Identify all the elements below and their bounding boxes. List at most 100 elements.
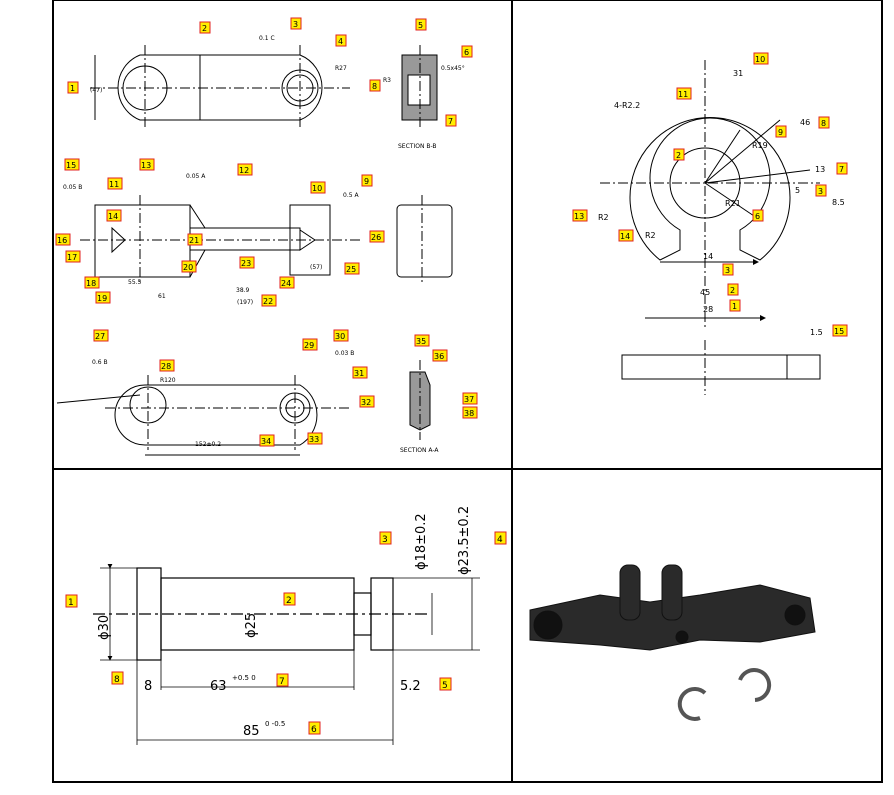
dim-28: 28 xyxy=(703,305,713,314)
badge: 2 xyxy=(283,592,296,606)
badge: 3 xyxy=(722,263,734,276)
dim-d30: 0.03 B xyxy=(335,350,354,357)
svg-text:22: 22 xyxy=(263,297,273,306)
svg-text:15: 15 xyxy=(66,161,76,170)
dim-31: 31 xyxy=(733,69,743,78)
svg-text:1: 1 xyxy=(732,302,737,311)
svg-text:2: 2 xyxy=(286,596,292,606)
dim-45: 45 xyxy=(700,288,710,297)
dim-r27: R27 xyxy=(335,65,347,72)
dim-d12: 0.05 A xyxy=(186,173,206,180)
svg-text:4: 4 xyxy=(497,535,503,545)
svg-text:10: 10 xyxy=(755,55,765,64)
svg-text:3: 3 xyxy=(725,266,730,275)
svg-text:11: 11 xyxy=(109,180,119,189)
badge: 23 xyxy=(239,256,255,269)
dim-63: 63 xyxy=(210,679,227,694)
tr-dimension-texts: 31 4-R2.2 46 R19 13 5 8.5 R21 R2 R2 14 4… xyxy=(598,69,845,337)
badge: 30 xyxy=(333,329,349,342)
badge: 3 xyxy=(379,531,392,545)
badge: 12 xyxy=(237,163,253,176)
svg-text:6: 6 xyxy=(311,725,317,735)
svg-text:32: 32 xyxy=(361,398,371,407)
badge: 8 xyxy=(111,671,124,685)
badge: 13 xyxy=(139,158,155,171)
dim-d25: (57) xyxy=(310,264,322,271)
svg-text:6: 6 xyxy=(464,48,469,57)
svg-text:5: 5 xyxy=(442,681,448,691)
badge: 17 xyxy=(65,250,81,263)
svg-text:9: 9 xyxy=(778,128,783,137)
pin-view xyxy=(93,567,430,661)
dim-46: 46 xyxy=(800,118,810,127)
badge: 19 xyxy=(95,291,111,304)
badge: 16 xyxy=(55,233,71,246)
badge: 4 xyxy=(494,531,507,545)
dim-d18: 55.5 xyxy=(128,279,142,286)
badge: 18 xyxy=(84,276,100,289)
badge: 36 xyxy=(432,349,448,362)
svg-text:23: 23 xyxy=(241,259,251,268)
svg-text:13: 13 xyxy=(141,161,151,170)
dim-d19: 61 xyxy=(158,293,166,300)
svg-text:25: 25 xyxy=(346,265,356,274)
badge: 6 xyxy=(308,721,321,735)
badge: 3 xyxy=(290,17,302,30)
badge: 11 xyxy=(676,87,692,100)
badge: 14 xyxy=(618,229,634,242)
svg-text:3: 3 xyxy=(382,535,388,545)
dim-47: (47) xyxy=(90,87,102,94)
dim-13: 13 xyxy=(815,165,825,174)
dim-1-5: 1.5 xyxy=(810,328,823,337)
svg-text:2: 2 xyxy=(202,24,207,33)
badge: 15 xyxy=(64,158,80,171)
badge: 24 xyxy=(279,276,295,289)
section-aa xyxy=(409,360,431,440)
dim-flatness: 0.1 C xyxy=(259,35,275,42)
circlip-photo xyxy=(677,668,772,721)
svg-text:30: 30 xyxy=(335,332,345,341)
badge: 38 xyxy=(462,406,478,419)
badge: 5 xyxy=(415,18,427,31)
svg-text:7: 7 xyxy=(448,117,453,126)
badge: 2 xyxy=(673,148,685,161)
dim-r2-b: R2 xyxy=(645,231,656,240)
badge: 10 xyxy=(753,52,769,65)
dim-5: 5 xyxy=(795,186,800,195)
quadrant-top-left xyxy=(56,45,453,456)
svg-text:16: 16 xyxy=(57,236,67,245)
dim-phi235: ϕ23.5±0.2 xyxy=(457,506,472,575)
dim-d24: 38.9 xyxy=(236,287,250,294)
svg-text:14: 14 xyxy=(620,232,630,241)
badge: 8 xyxy=(818,116,830,129)
badge: 1 xyxy=(67,81,79,94)
svg-text:27: 27 xyxy=(95,332,105,341)
link-view-front xyxy=(80,195,453,285)
svg-text:36: 36 xyxy=(434,352,444,361)
section-aa-caption: SECTION A-A xyxy=(400,447,439,454)
badge: 9 xyxy=(361,174,373,187)
badge: 7 xyxy=(276,673,289,687)
badge: 20 xyxy=(181,260,197,273)
dim-4-r22: 4-R2.2 xyxy=(614,101,640,110)
badge: 26 xyxy=(369,230,385,243)
dim-r21: R21 xyxy=(725,199,741,208)
dim-chamfer: 0.5x45° xyxy=(441,65,465,72)
dim-d22: (197) xyxy=(237,299,253,306)
badge: 32 xyxy=(359,395,375,408)
svg-text:3: 3 xyxy=(818,187,823,196)
link-view-bottom xyxy=(56,375,350,456)
badge: 5 xyxy=(439,677,452,691)
svg-text:33: 33 xyxy=(309,435,319,444)
badge: 1 xyxy=(65,594,78,608)
svg-text:20: 20 xyxy=(183,263,193,272)
dim-85: 8.5 xyxy=(832,198,845,207)
dim-r2-a: R2 xyxy=(598,213,609,222)
dim-d15: 0.05 B xyxy=(63,184,82,191)
badge: 25 xyxy=(344,262,360,275)
svg-text:2: 2 xyxy=(730,286,735,295)
svg-text:12: 12 xyxy=(239,166,249,175)
svg-text:21: 21 xyxy=(189,236,199,245)
svg-text:8: 8 xyxy=(114,675,120,685)
badge: 27 xyxy=(93,329,109,342)
